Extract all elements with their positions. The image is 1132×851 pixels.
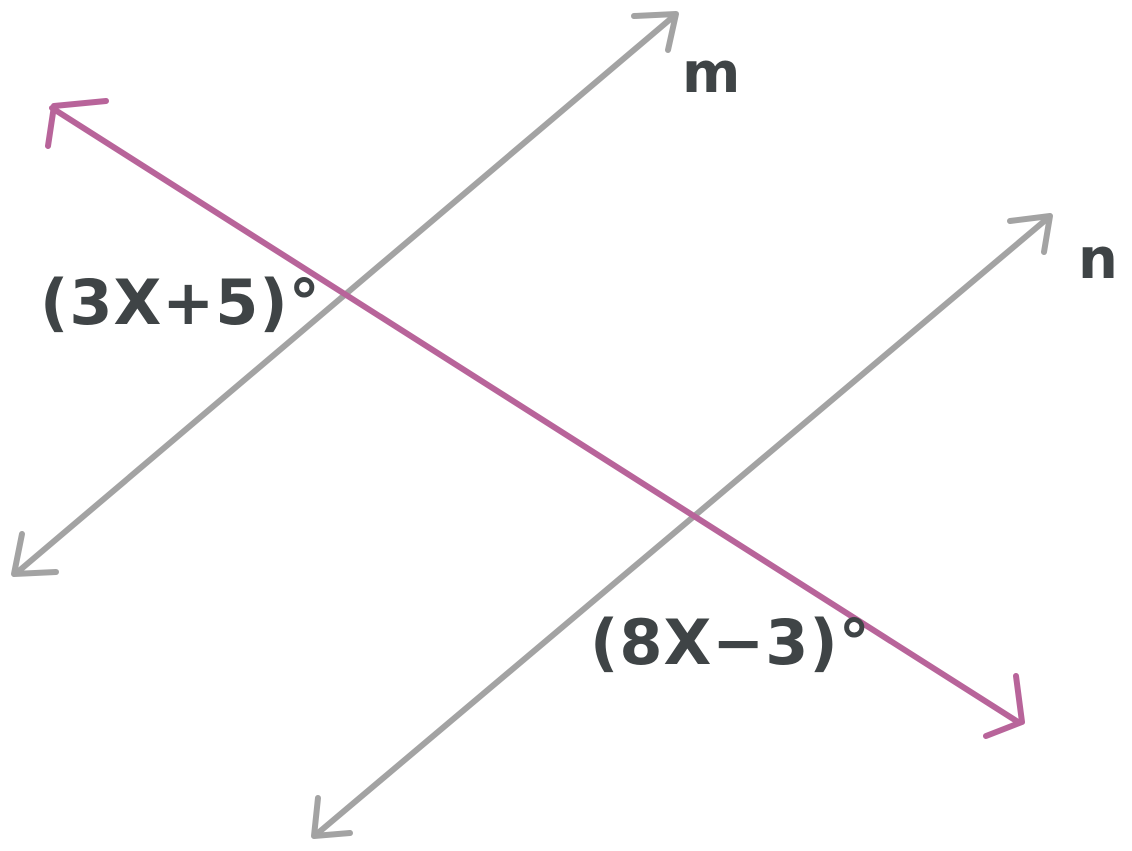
line-m-arrowhead-bottom — [11, 531, 59, 577]
line-m-label: m — [682, 41, 741, 106]
line-n-arrowhead-top — [1007, 213, 1053, 255]
transversal-arrowhead-top — [45, 98, 109, 149]
line-n-label: n — [1078, 227, 1118, 292]
angle-label-lower: (8X−3)° — [590, 606, 871, 679]
transversal-line — [45, 98, 1025, 739]
transversal-segment — [49, 105, 1021, 725]
angle-label-upper: (3X+5)° — [40, 266, 321, 339]
line-n-segment — [315, 215, 1051, 836]
line-n-arrowhead-bottom — [311, 795, 353, 839]
line-n — [311, 213, 1053, 839]
line-m-arrowhead-top — [631, 11, 679, 53]
transversal-arrowhead-bottom — [983, 673, 1025, 739]
